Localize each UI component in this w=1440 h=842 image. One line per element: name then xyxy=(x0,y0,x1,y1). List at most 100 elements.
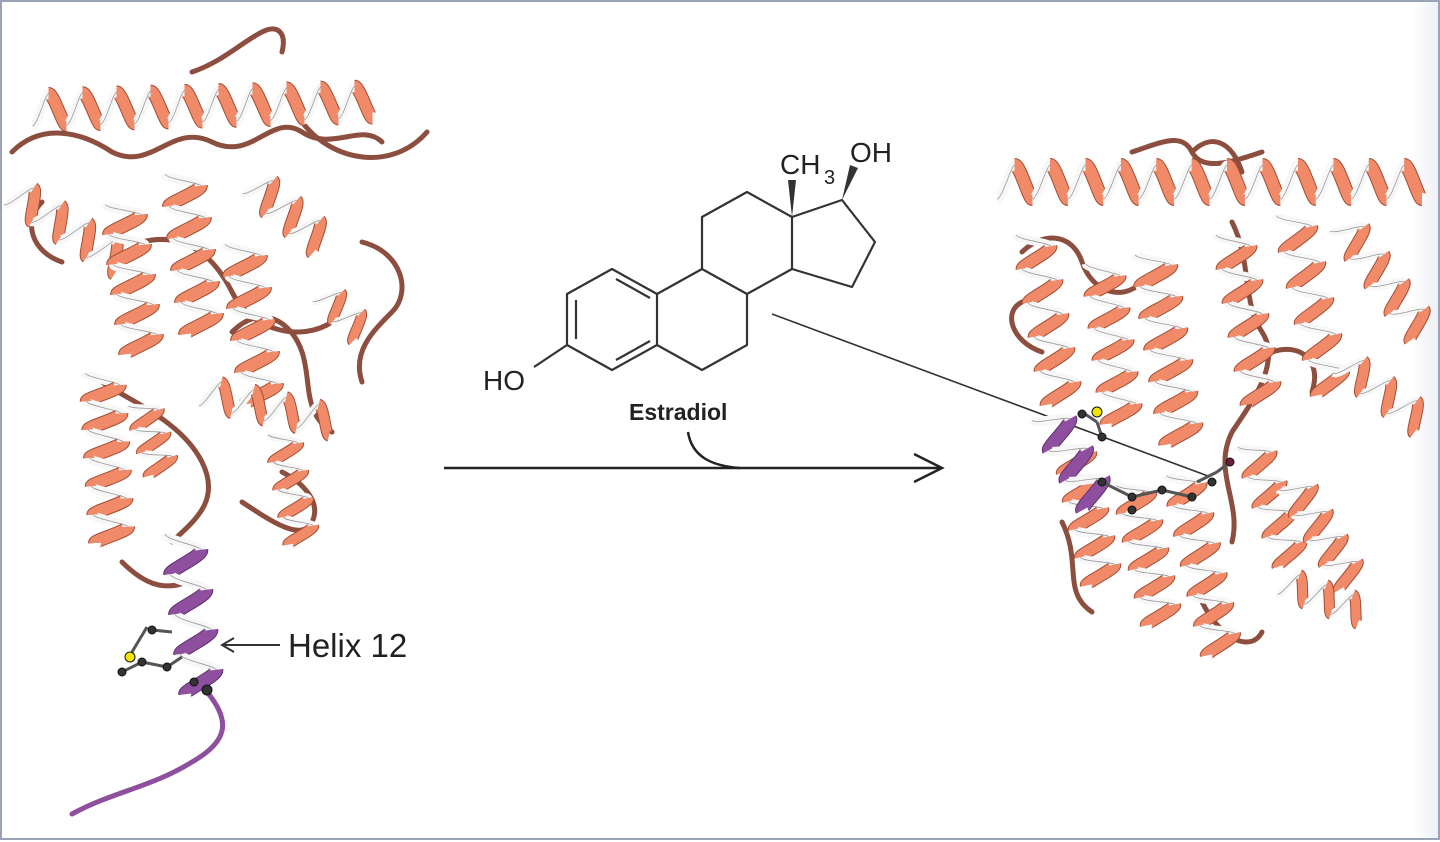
helix-back-edge xyxy=(240,371,278,385)
alpha-helix xyxy=(1051,440,1122,592)
helix-front-face xyxy=(1381,376,1397,419)
helix-back-edge xyxy=(87,429,124,443)
helix-back-edge xyxy=(1027,302,1064,315)
helix-front-face xyxy=(1188,159,1216,205)
helix-back-face xyxy=(1130,251,1176,270)
helix-front-face xyxy=(89,520,135,549)
helix-back-edge xyxy=(202,89,220,123)
helix-front-face xyxy=(1034,345,1075,377)
helix-front-face xyxy=(169,587,213,621)
helix-back-edge xyxy=(1275,215,1313,227)
helix-front-face xyxy=(1349,590,1362,629)
helix-front-face xyxy=(79,87,106,130)
helix-front-face xyxy=(1296,570,1309,609)
loop-strand xyxy=(9,124,385,160)
helix-front-face xyxy=(1400,159,1428,205)
helix-back-edge xyxy=(1097,359,1133,373)
helix-back-face xyxy=(1135,592,1180,610)
helix-front-face xyxy=(82,407,128,436)
helix-front-face xyxy=(1222,277,1263,309)
helix-front-face xyxy=(1042,415,1077,457)
helix-back-face xyxy=(1089,325,1133,345)
atom xyxy=(124,651,136,663)
helix-back-face xyxy=(264,431,303,448)
helix-front-face xyxy=(1303,509,1333,545)
helix-back-edge xyxy=(164,173,202,187)
helix-back-face xyxy=(1029,160,1055,204)
helix-front-face xyxy=(1354,356,1370,399)
helix-front-face xyxy=(1187,571,1227,602)
atom xyxy=(1207,477,1217,487)
loop-strand xyxy=(99,379,211,545)
helix-front-face xyxy=(80,379,126,408)
helix-front-face xyxy=(1074,531,1115,563)
helix-front-face xyxy=(1223,159,1251,205)
helix-back-face xyxy=(82,396,127,419)
helix-front-face xyxy=(1154,389,1198,419)
helix-back-edge xyxy=(1350,164,1370,200)
helix-front-face xyxy=(227,284,271,315)
helix-back-face xyxy=(1242,160,1268,204)
helix-front-face xyxy=(1117,159,1145,205)
estradiol-structure xyxy=(533,190,877,372)
helix-front-face xyxy=(1022,277,1063,309)
helix-back-edge xyxy=(1267,536,1302,543)
helix-front-face xyxy=(1344,223,1370,264)
helix-front-face xyxy=(283,82,310,126)
helix-back-face xyxy=(1081,261,1125,281)
helix-back-edge xyxy=(1244,164,1264,200)
helix-back-edge xyxy=(86,400,122,414)
helix-back-edge xyxy=(66,92,84,126)
helix-front-face xyxy=(1082,159,1110,205)
helix-front-face xyxy=(1259,159,1287,205)
helix-back-edge xyxy=(1021,268,1058,281)
helix-front-face xyxy=(1059,445,1093,487)
helix-front-face xyxy=(1153,159,1181,205)
helix-front-face xyxy=(283,523,319,550)
atom xyxy=(1091,406,1103,418)
helix-back-edge xyxy=(265,200,298,215)
helix-front-face xyxy=(136,428,171,458)
helix-back-edge xyxy=(1033,336,1070,349)
helix-back-edge xyxy=(236,88,254,122)
helix-back-edge xyxy=(1154,381,1192,393)
bond xyxy=(1131,488,1163,499)
helix-back-face xyxy=(197,378,226,410)
helix-back-edge xyxy=(134,90,152,124)
helix-front-face xyxy=(306,216,326,259)
helix-back-edge xyxy=(1039,370,1076,383)
helix-back-face xyxy=(1195,622,1239,638)
helix-front-face xyxy=(85,464,131,493)
helix-back-edge xyxy=(128,405,160,411)
atom xyxy=(1187,492,1197,502)
helix-back-face xyxy=(1235,367,1280,387)
helix-back-edge xyxy=(304,86,322,120)
atom xyxy=(1097,432,1107,442)
helix-back-edge xyxy=(277,489,309,499)
helix-front-face xyxy=(1286,260,1326,294)
helix-back-face xyxy=(1211,231,1256,251)
helix-back-edge xyxy=(1293,510,1328,516)
helix-front-face xyxy=(273,468,309,495)
helix-front-face xyxy=(1088,305,1130,334)
helix-front-face xyxy=(1011,159,1039,205)
helix-back-edge xyxy=(312,292,342,303)
helix-back-edge xyxy=(1386,400,1418,414)
helix-back-face xyxy=(1129,564,1174,582)
helix-back-edge xyxy=(1315,164,1334,200)
atom xyxy=(201,684,213,696)
helix-front-face xyxy=(103,208,147,241)
apo-receptor-structure xyxy=(2,26,430,817)
helix-back-edge xyxy=(179,653,217,671)
helix-front-face xyxy=(351,80,378,124)
helix-front-face xyxy=(1016,243,1057,275)
helix-back-face xyxy=(176,298,222,319)
helix-back-face xyxy=(1075,552,1120,570)
helix-back-edge xyxy=(296,404,320,429)
helix-front-face xyxy=(1180,541,1220,572)
left-alpha-helices xyxy=(2,79,379,551)
helix-back-face xyxy=(232,336,278,357)
helix-back-edge xyxy=(1291,287,1329,299)
helix-back-edge xyxy=(1303,584,1327,605)
